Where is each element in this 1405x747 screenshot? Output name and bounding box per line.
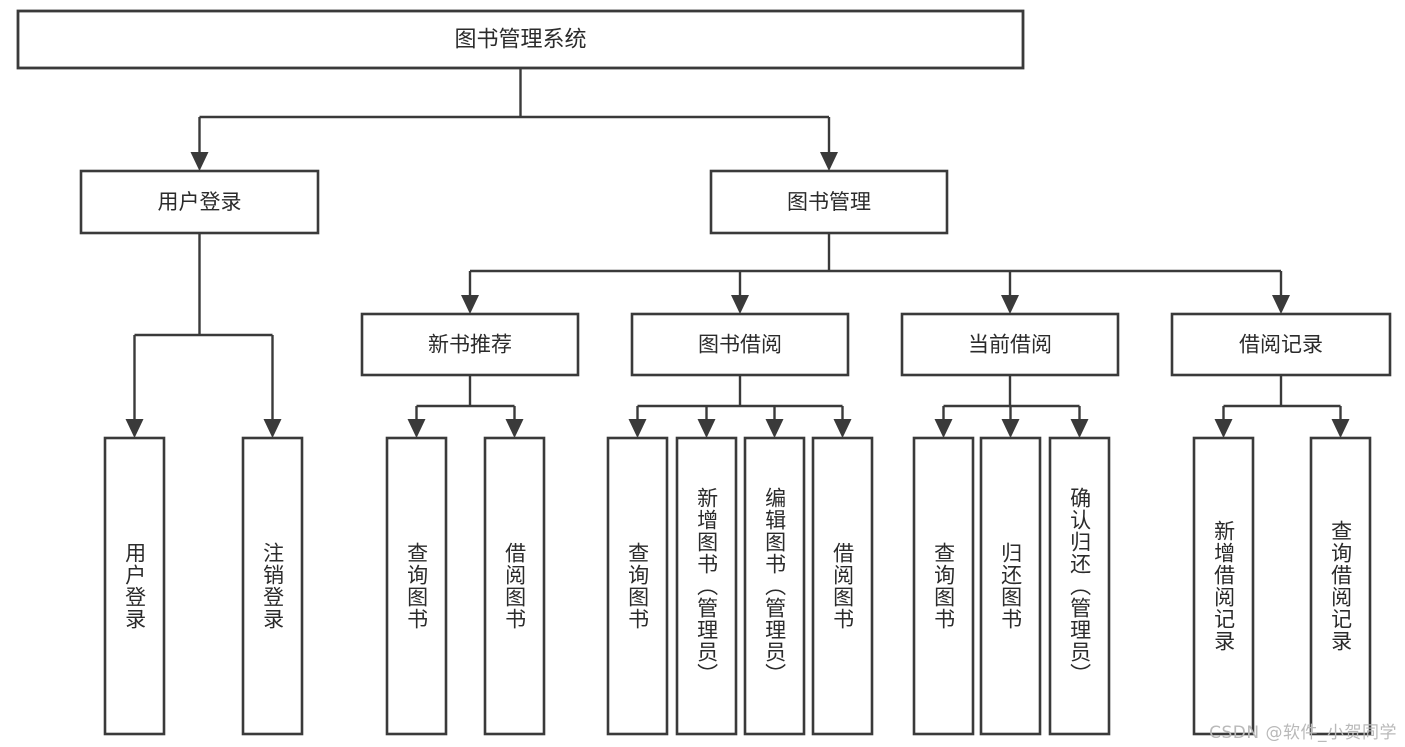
arrow-head-icon xyxy=(1331,419,1350,438)
edges-layer xyxy=(125,68,1350,438)
node-box-leaf-add-record xyxy=(1192,436,1255,736)
node-box-leaf-borrow-book-1 xyxy=(483,436,546,736)
node-box-user-login xyxy=(79,169,320,235)
edge-group-root xyxy=(190,68,838,171)
node-box-root xyxy=(16,9,1025,70)
node-box-new-book-rec xyxy=(360,312,580,377)
node-box-leaf-edit-book xyxy=(743,436,806,736)
edge-group-current_borrow xyxy=(934,375,1089,438)
node-label-book-borrow: 图书借阅 xyxy=(698,333,782,357)
node-label-current-borrow: 当前借阅 xyxy=(968,333,1052,357)
arrow-head-icon xyxy=(1001,295,1019,314)
node-box-leaf-query-record xyxy=(1309,436,1372,736)
arrow-head-icon xyxy=(461,295,479,314)
node-box-leaf-borrow-book-2 xyxy=(811,436,874,736)
node-box-leaf-query-book-1 xyxy=(385,436,448,736)
node-box-borrow-record xyxy=(1170,312,1392,377)
arrow-head-icon xyxy=(1214,419,1233,438)
node-label-borrow-record: 借阅记录 xyxy=(1239,333,1323,357)
node-box-leaf-add-book xyxy=(675,436,738,736)
node-box-leaf-user-login xyxy=(103,436,166,736)
node-label-new-book-rec: 新书推荐 xyxy=(428,333,512,357)
arrow-head-icon xyxy=(263,419,282,438)
arrow-head-icon xyxy=(1001,419,1020,438)
arrow-head-icon xyxy=(820,152,838,171)
node-box-leaf-return-book xyxy=(979,436,1042,736)
arrow-head-icon xyxy=(505,419,524,438)
edge-group-new_book_rec xyxy=(407,375,524,438)
edge-group-book_borrow xyxy=(628,375,852,438)
watermark: CSDN @软件_小贺同学 xyxy=(1209,723,1397,743)
arrow-head-icon xyxy=(125,419,144,438)
arrow-head-icon xyxy=(1070,419,1089,438)
edge-group-user_login xyxy=(125,233,282,438)
arrow-head-icon xyxy=(697,419,716,438)
node-box-book-borrow xyxy=(630,312,850,377)
arrow-head-icon xyxy=(765,419,784,438)
node-box-leaf-query-book-2 xyxy=(606,436,669,736)
arrow-head-icon xyxy=(628,419,647,438)
node-box-leaf-query-book-3 xyxy=(912,436,975,736)
edge-group-book_manage xyxy=(461,233,1290,314)
arrow-head-icon xyxy=(1272,295,1290,314)
arrow-head-icon xyxy=(833,419,852,438)
node-box-leaf-logout xyxy=(241,436,304,736)
arrow-head-icon xyxy=(190,152,209,171)
arrow-head-icon xyxy=(407,419,426,438)
node-label-root: 图书管理系统 xyxy=(454,28,586,53)
node-box-book-manage xyxy=(709,169,949,235)
edge-group-borrow_record xyxy=(1214,375,1350,438)
boxes-layer xyxy=(16,9,1392,736)
arrow-head-icon xyxy=(934,419,953,438)
node-box-current-borrow xyxy=(900,312,1120,377)
arrow-head-icon xyxy=(731,295,749,314)
node-box-leaf-confirm-return xyxy=(1048,436,1111,736)
node-label-user-login: 用户登录 xyxy=(158,190,242,214)
node-label-book-manage: 图书管理 xyxy=(787,190,871,214)
